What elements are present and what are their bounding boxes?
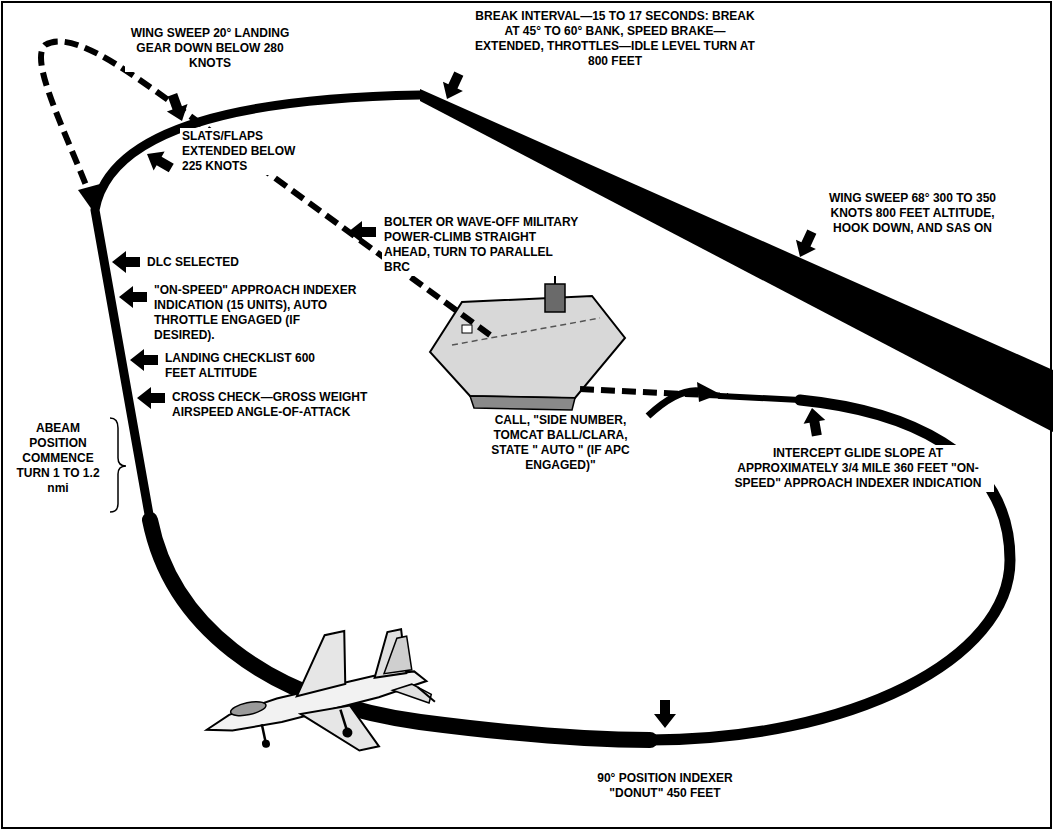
bolter-arrowhead <box>78 184 100 214</box>
slats-note: SLATS/FLAPS EXTENDED BELOW 225 KNOTS <box>180 128 320 175</box>
wing-near <box>301 699 379 761</box>
nose-wheel <box>261 739 270 748</box>
call-arrow <box>648 391 700 416</box>
carrier-hull <box>470 396 575 410</box>
nose-gear <box>262 724 266 742</box>
final-turn <box>650 400 1010 740</box>
wing-sweep-note: WING SWEEP 68° 300 TO 350 KNOTS 800 FEET… <box>820 190 1005 237</box>
final-approach <box>720 396 800 400</box>
carrier <box>430 272 625 410</box>
canopy <box>229 699 267 718</box>
pointer-arrow <box>119 286 147 308</box>
position-note: 90° POSITION INDEXER "DONUT" 450 FEET <box>585 770 745 802</box>
on-speed-note: "ON-SPEED" APPROACH INDEXER INDICATION (… <box>152 282 362 344</box>
tail-hook <box>417 684 434 705</box>
carrier-deck <box>430 296 625 398</box>
abeam-bracket <box>110 418 126 512</box>
call-arrowhead <box>697 382 720 402</box>
abeam-note: ABEAM POSITION COMMENCE TURN 1 TO 1.2 nm… <box>8 420 108 497</box>
tomcat-aircraft <box>193 616 442 781</box>
pointer-arrow <box>654 700 676 728</box>
angled-deck-line <box>452 318 600 345</box>
carrier-island <box>545 284 565 312</box>
break-note: BREAK INTERVAL—15 TO 17 SECONDS: BREAK A… <box>470 8 760 70</box>
pointer-arrow <box>112 251 140 273</box>
downwind-leg <box>95 95 420 520</box>
deck-marking <box>462 325 472 333</box>
pointer-arrow <box>142 144 177 177</box>
checklist-note: LANDING CHECKLIST 600 FEET ALTITUDE <box>163 350 318 382</box>
main-gear <box>340 709 347 731</box>
wing-far <box>286 631 356 696</box>
call-note: CALL, "SIDE NUMBER, TOMCAT BALL/CLARA, S… <box>478 412 643 474</box>
base-turn <box>150 520 650 740</box>
dlc-note: DLC SELECTED <box>145 254 265 271</box>
pointer-arrow <box>348 221 376 243</box>
pointer-arrow <box>437 69 469 104</box>
wing-sweep-note: WING SWEEP 20° LANDING GEAR DOWN BELOW 2… <box>125 25 295 72</box>
pointer-arrow <box>162 91 192 125</box>
pointer-arrow <box>130 349 158 371</box>
pointer-arrow <box>801 406 828 437</box>
bolter-note: BOLTER OR WAVE-OFF MILITARY POWER-CLIMB … <box>382 214 582 276</box>
pointer-arrow <box>790 227 822 262</box>
glide-slope-note: INTERCEPT GLIDE SLOPE AT APPROXIMATELY 3… <box>722 445 994 492</box>
pointer-arrow <box>137 387 165 409</box>
vertical-tail-2 <box>377 636 413 675</box>
main-wheel <box>341 727 353 739</box>
cross-check-note: CROSS CHECK—GROSS WEIGHT AIRSPEED ANGLE-… <box>170 389 410 421</box>
